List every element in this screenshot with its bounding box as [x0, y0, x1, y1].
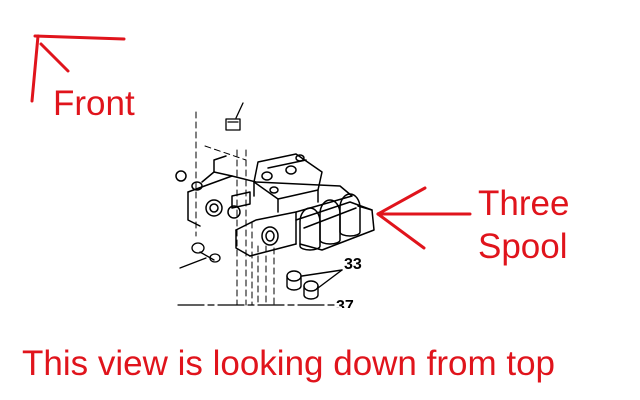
spool-caps — [295, 193, 375, 251]
front-label: Front — [53, 84, 135, 123]
caption: This view is looking down from top — [22, 344, 555, 383]
clip-ring — [179, 242, 221, 269]
three-label: Three — [478, 184, 570, 223]
plugs-33 — [286, 269, 343, 300]
spool-label: Spool — [478, 227, 568, 266]
top-bolt — [225, 102, 244, 131]
part-number-37: 37 — [336, 299, 354, 308]
valve-body — [175, 153, 353, 257]
dashed-leaders — [195, 111, 275, 306]
front-arrow — [30, 34, 126, 103]
three-spool-arrow — [376, 186, 472, 250]
part-number-33: 33 — [344, 256, 362, 273]
